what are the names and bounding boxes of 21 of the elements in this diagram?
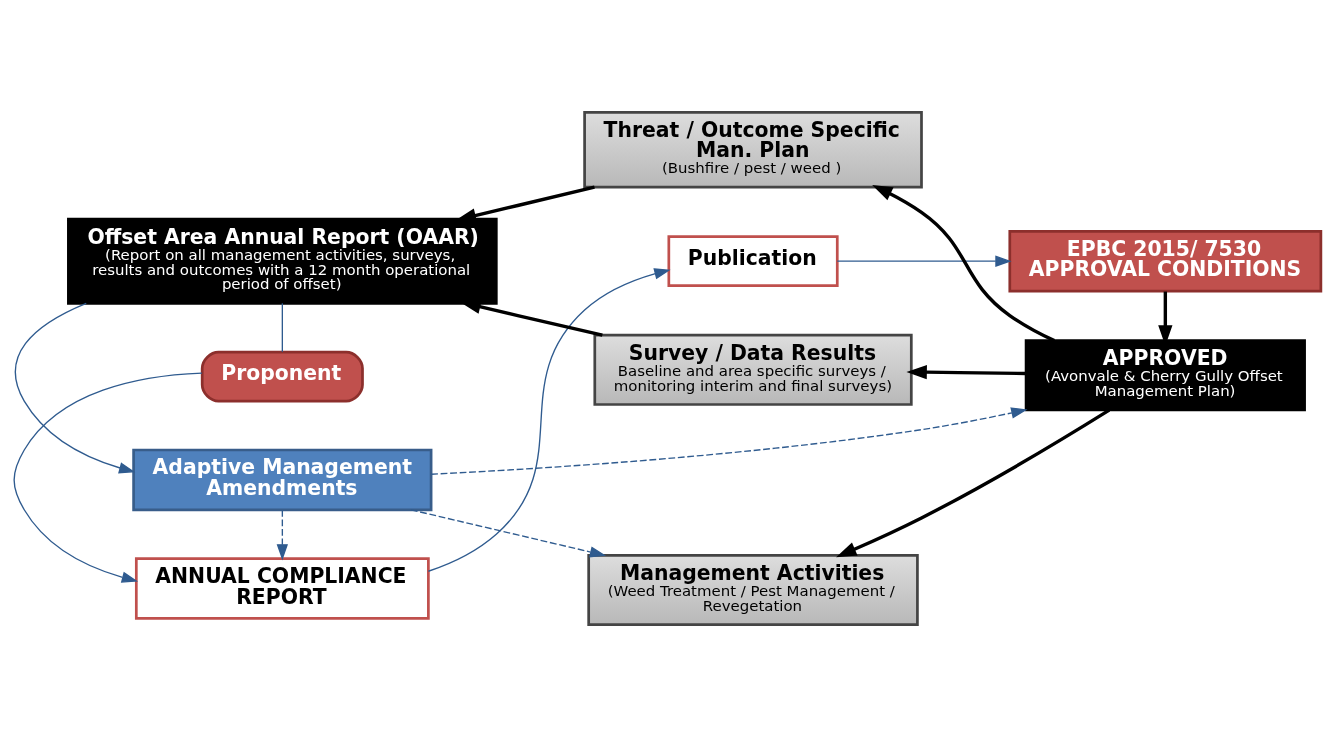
node-box: Adaptive Management Amendments: [132, 448, 433, 511]
arrow: [906, 364, 1026, 379]
arrow: [430, 406, 1028, 475]
arrow: [427, 267, 671, 572]
node-box: Proponent: [200, 350, 364, 402]
node-box: Survey / Data Results Baseline and area specific surveys / monitoring interim and final surveys): [593, 333, 913, 406]
arrow: [836, 408, 1111, 557]
node-box: Threat / Outcome Specific Man. Plan (Bushfire / pest / weed ): [583, 110, 923, 188]
connector: [281, 302, 284, 353]
arrow: [410, 508, 607, 558]
node-box: Management Activities (Weed Treatment / Pest Management / Revegetation: [587, 553, 919, 626]
arrow: [836, 254, 1012, 267]
node-box: ANNUAL COMPLIANCE REPORT: [134, 556, 430, 620]
arrow: [13, 371, 203, 583]
node-box: EPBC 2015/ 7530 APPROVAL CONDITIONS: [1008, 229, 1323, 292]
node-box: Publication: [667, 234, 839, 287]
arrow: [872, 184, 1056, 342]
node-box: APPROVED (Avonvale & Cherry Gully Offset Management Plan): [1024, 338, 1306, 411]
arrow: [14, 302, 136, 473]
arrow: [276, 508, 289, 560]
node-box: Offset Area Annual Report (OAAR) (Report on all management activities, surveys, results and outcomes with a 12 month operational period of offset): [67, 217, 498, 305]
